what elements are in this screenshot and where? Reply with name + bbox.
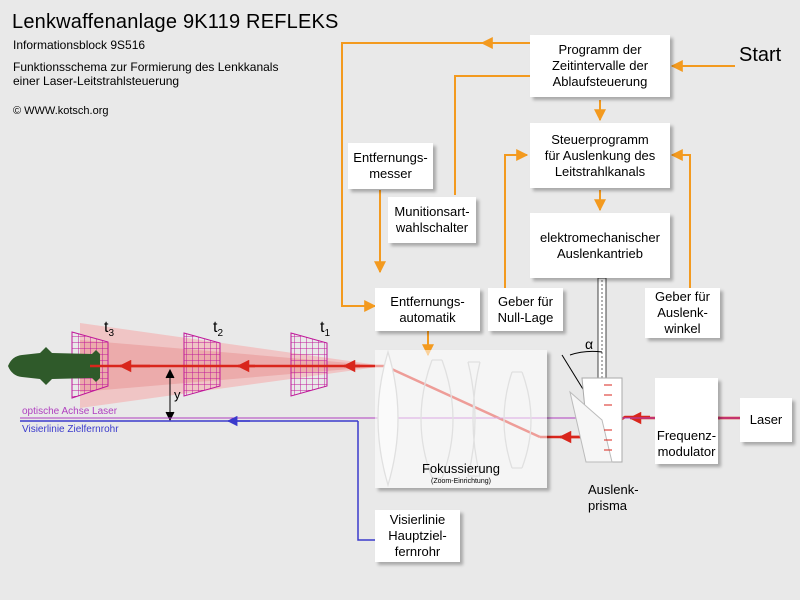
box-geber-null: Geber für Null-Lage [488,288,563,331]
box-munitionsart: Munitionsart- wahlschalter [388,197,476,243]
copyright-text: © WWW.kotsch.org [13,105,109,117]
sight-line [20,415,375,541]
control-arrows [341,37,735,357]
sight-line-label: Visierlinie Zielfernrohr [22,424,119,435]
box-elektromech: elektromechanischer Auslenkantrieb [530,213,670,278]
lens-group [377,349,532,488]
alpha-label: α [585,336,594,352]
time-label-t1: t1 [320,319,331,340]
box-entfernungsautomatik: Entfernungs- automatik [375,288,480,331]
time-label-t2: t2 [213,319,224,340]
missile-icon [8,347,100,385]
y-measure [165,368,175,422]
box-laser-text: Laser [749,412,783,427]
page-title: Lenkwaffenanlage 9K119 REFLEKS [12,11,339,33]
box-fokussierung: Fokussierung (Zoom-Einrichtung) [375,350,547,488]
box-visierlinie: Visierlinie Hauptziel- fernrohr [375,510,460,562]
box-geber-null-text: Geber für Null-Lage [497,293,554,325]
box-steuerprogramm-text: Steuerprogramm für Auslenkung des Leitst… [544,131,656,179]
box-entfernungsmesser-text: Entfernungs- messer [353,150,428,181]
box-laser: Laser [740,398,792,442]
info-block-label: Informationsblock 9S516 [13,38,146,52]
y-label: y [174,387,181,402]
box-fokussierung-text: Fokussierung [421,461,501,476]
box-entfernungsmesser: Entfernungs- messer [348,143,433,189]
box-programm-text: Programm der Zeitintervalle der Ablaufst… [551,42,649,89]
box-steuerprogramm: Steuerprogramm für Auslenkung des Leitst… [530,123,670,188]
raster-grid-t1 [290,332,328,397]
time-label-t3: t3 [104,319,115,340]
box-zoom-text: (Zoom-Einrichtung) [431,478,491,485]
box-frequenzmodulator: Frequenz- modulator [655,378,718,464]
raster-grid-t2 [183,332,221,397]
box-geber-winkel: Geber für Auslenk- winkel [645,288,720,338]
box-munitionsart-text: Munitionsart- wahlschalter [394,204,470,235]
description-line-1: Funktionsschema zur Formierung des Lenkk… [13,60,279,74]
optical-axis-label: optische Achse Laser [22,406,118,417]
box-entfernungsautomatik-text: Entfernungs- automatik [390,293,465,325]
box-visierlinie-text: Visierlinie Hauptziel- fernrohr [388,512,447,559]
deflection-prism [569,377,623,463]
description-line-2: einer Laser-Leitstrahlsteuerung [13,74,180,88]
box-programm: Programm der Zeitintervalle der Ablaufst… [530,35,670,97]
start-label: Start [739,44,782,66]
box-geber-winkel-text: Geber für Auslenk- winkel [655,289,710,336]
box-frequenzmodulator-text: Frequenz- modulator [656,428,717,459]
box-elektromech-text: elektromechanischer Auslenkantrieb [540,229,660,261]
auslenkprisma-label: Auslenk- prisma [588,482,639,513]
